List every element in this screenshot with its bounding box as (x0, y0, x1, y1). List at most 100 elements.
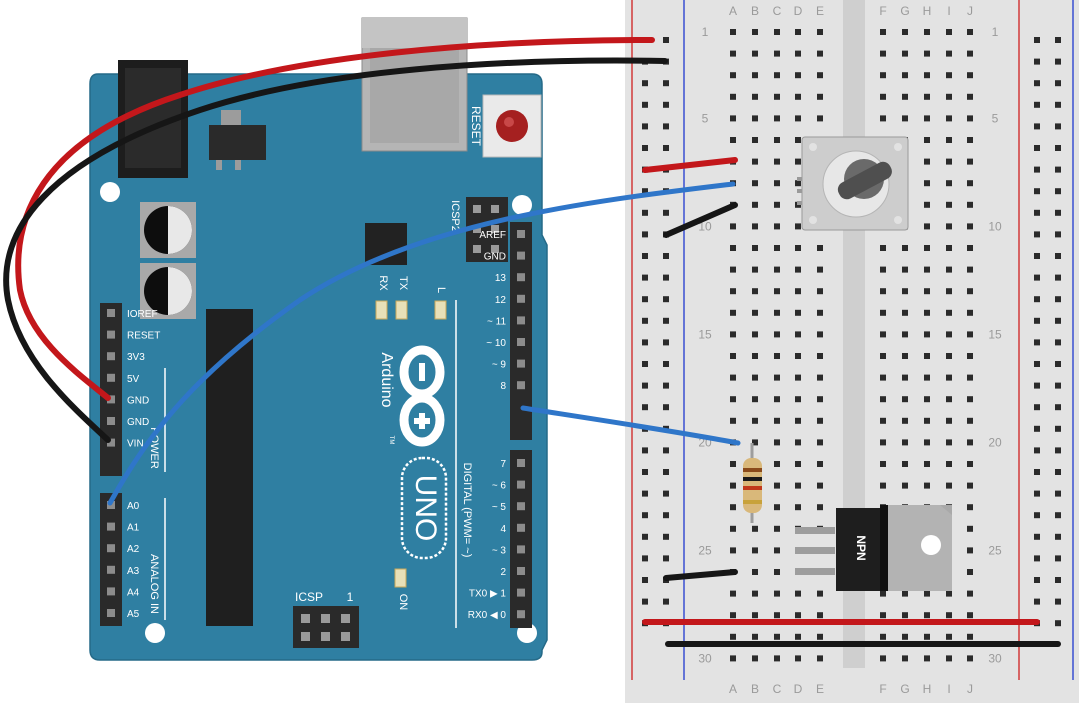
breadboard-hole (752, 439, 758, 446)
breadboard-hole (774, 525, 780, 532)
breadboard-hole (880, 245, 886, 251)
breadboard-hole (902, 612, 908, 619)
breadboard-hole (774, 612, 780, 619)
rail-hole (1034, 188, 1040, 195)
breadboard-hole (902, 266, 908, 273)
breadboard-hole (967, 590, 973, 597)
pin-label: GND (127, 417, 149, 428)
breadboard-hole (880, 72, 886, 79)
npn-transistor[interactable] (795, 505, 952, 591)
breadboard-hole (946, 331, 952, 338)
rail-hole (663, 555, 669, 562)
column-label: A (729, 4, 737, 18)
breadboard-hole (795, 396, 801, 403)
breadboard-hole (946, 590, 952, 597)
rail-hole (642, 339, 648, 346)
breadboard-holes (642, 29, 1061, 662)
breadboard-hole (752, 612, 758, 619)
header-pin (107, 352, 115, 361)
breadboard-hole (817, 245, 823, 251)
breadboard-hole (817, 331, 823, 338)
breadboard-hole (774, 374, 780, 381)
breadboard-hole (774, 115, 780, 122)
breadboard-hole (730, 353, 736, 359)
breadboard-hole (795, 374, 801, 381)
header-pin (107, 438, 115, 447)
wire-blue-a0[interactable] (107, 181, 736, 506)
breadboard-hole (946, 158, 952, 165)
reset-label: RESET (469, 106, 483, 147)
rail-hole (642, 317, 648, 324)
breadboard-hole (774, 245, 780, 251)
breadboard-hole (817, 417, 823, 424)
breadboard-hole (795, 115, 801, 122)
breadboard-hole (946, 288, 952, 295)
breadboard-hole (730, 461, 736, 467)
header-pin (517, 610, 525, 619)
breadboard-hole (730, 612, 736, 619)
header-pin (107, 522, 115, 531)
breadboard-hole (946, 245, 952, 251)
breadboard-hole (730, 29, 736, 35)
rail-hole (663, 382, 669, 389)
rail-hole (642, 123, 648, 130)
breadboard-hole (946, 396, 952, 403)
column-label: H (923, 4, 932, 18)
breadboard-hole (967, 569, 973, 575)
pin-label: VIN (127, 439, 144, 450)
breadboard-hole (817, 353, 823, 359)
rail-hole (1055, 620, 1061, 627)
header-pin (517, 381, 525, 390)
breadboard-hole (752, 309, 758, 316)
reset-button[interactable] (482, 94, 542, 158)
breadboard-hole (924, 461, 930, 467)
breadboard-hole (730, 374, 736, 381)
breadboard-hole (967, 396, 973, 403)
rail-hole (1034, 58, 1040, 65)
breadboard-hole (946, 50, 952, 57)
wire-blue-pin9[interactable] (520, 405, 741, 446)
breadboard-hole (902, 93, 908, 100)
breadboard-hole (795, 266, 801, 273)
breadboard-hole (752, 158, 758, 165)
wire-red-5v[interactable] (15, 37, 655, 401)
resistor[interactable] (743, 443, 762, 523)
row-number-label: 30 (988, 651, 1002, 665)
rail-hole (642, 404, 648, 411)
breadboard-hole (924, 72, 930, 79)
wire-black-pot[interactable] (663, 202, 738, 238)
breadboard-hole (902, 50, 908, 57)
column-label: G (900, 682, 909, 696)
breadboard-hole (902, 288, 908, 295)
potentiometer[interactable] (797, 136, 909, 231)
breadboard-hole (946, 633, 952, 640)
wire-red-pot[interactable] (642, 157, 738, 173)
breadboard-hole (817, 266, 823, 273)
row-number-label: 1 (702, 25, 709, 39)
digital-label: DIGITAL (PWM= ~) (461, 463, 473, 558)
wire-black-emitter[interactable] (663, 569, 738, 581)
rail-hole (1055, 317, 1061, 324)
breadboard-hole (774, 309, 780, 316)
arduino-board: RESET ICSP2 ICSP 1 (89, 17, 548, 661)
capacitor (140, 263, 196, 319)
breadboard-hole (946, 115, 952, 122)
breadboard-hole (967, 201, 973, 208)
wire-black-gnd[interactable] (3, 57, 668, 443)
column-label: J (967, 4, 973, 18)
rail-hole (1034, 145, 1040, 151)
model-label: UNO (409, 475, 442, 542)
breadboard-hole (880, 461, 886, 467)
pin-label: 5V (127, 374, 140, 385)
header-pin (517, 251, 525, 260)
breadboard-hole (730, 50, 736, 57)
breadboard-hole (730, 93, 736, 100)
wires (3, 37, 1061, 647)
pin-label: A0 (127, 501, 140, 512)
rail-hole (1055, 490, 1061, 497)
breadboard-hole (967, 93, 973, 100)
pin-label: RX0 ◀ 0 (468, 610, 507, 621)
breadboard-hole (946, 374, 952, 381)
breadboard-hole (946, 461, 952, 467)
